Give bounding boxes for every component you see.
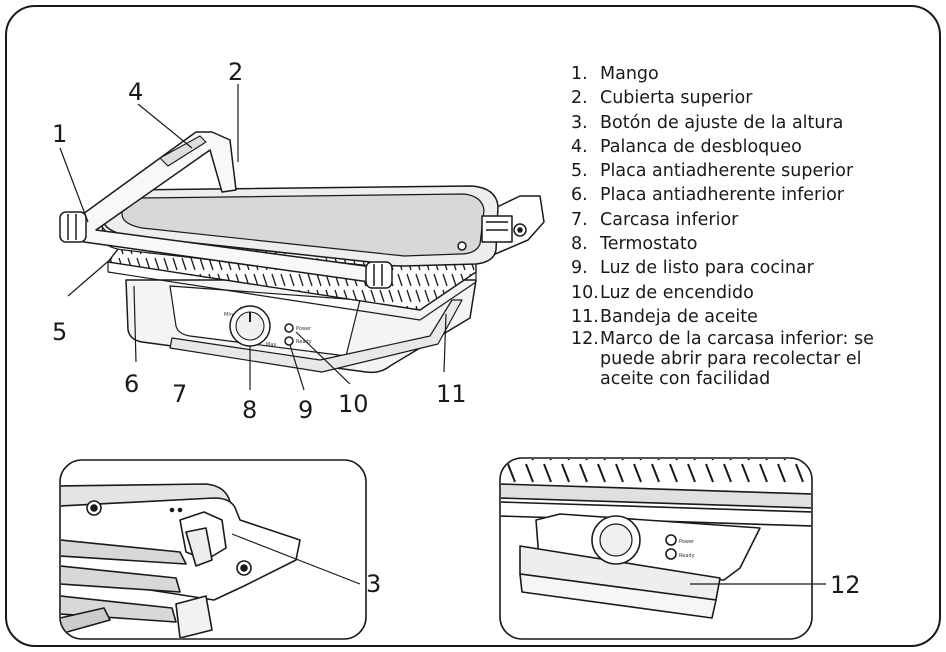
callout-9: 9 — [298, 396, 313, 424]
legend-text: Termostato — [600, 234, 698, 255]
legend-item: 10.Luz de encendido — [571, 281, 911, 305]
main-grill-illustration — [59, 131, 545, 374]
diagram-frame — [5, 5, 941, 647]
legend-text: Botón de ajuste de la altura — [600, 112, 844, 133]
legend-item: 7. Carcasa inferior — [571, 208, 911, 232]
legend-num: 4. — [571, 136, 588, 157]
legend-num: 1. — [571, 64, 588, 84]
panel-label-max: Max — [266, 342, 276, 348]
legend-item: 2. Cubierta superior — [571, 86, 911, 110]
inset-hinge-detail — [59, 459, 367, 640]
inset-label-ready: Ready — [679, 553, 695, 559]
callout-11: 11 — [436, 380, 467, 408]
parts-legend: 1. Mango 2. Cubierta superior 3. Botón de a… — [571, 62, 911, 389]
callout-1: 1 — [52, 120, 67, 148]
leader-lines — [59, 84, 447, 391]
panel-label-ready: Ready — [296, 339, 312, 345]
oil-tray — [169, 299, 463, 373]
legend-num: 3. — [571, 112, 588, 133]
legend-num: 2. — [571, 88, 588, 109]
panel-label-power: Power — [296, 326, 312, 332]
legend-item: 1. Mango — [571, 62, 911, 86]
callout-2: 2 — [228, 58, 243, 86]
legend-num: 9. — [571, 258, 588, 279]
legend-text: Luz de encendido — [600, 282, 754, 303]
callout-10: 10 — [338, 390, 369, 418]
legend-text: Bandeja de aceite — [600, 306, 758, 327]
inset-label-power: Power — [679, 539, 695, 545]
callout-7: 7 — [172, 380, 187, 408]
ready-light — [284, 336, 294, 346]
legend-num: 7. — [571, 209, 588, 230]
callout-4: 4 — [128, 78, 143, 106]
inset-lower-frame-detail — [499, 457, 813, 640]
legend-item: 8. Termostato — [571, 232, 911, 256]
legend-text: Mango — [600, 64, 659, 84]
legend-num: 8. — [571, 234, 588, 255]
legend-num: 5. — [571, 161, 588, 182]
callout-6: 6 — [124, 370, 139, 398]
legend-text: Palanca de desbloqueo — [600, 136, 802, 157]
legend-text: Placa antiadherente inferior — [600, 185, 844, 206]
legend-item: 9. Luz de listo para cocinar — [571, 256, 911, 280]
legend-text: Cubierta superior — [600, 88, 753, 109]
legend-item: 3. Botón de ajuste de la altura — [571, 111, 911, 135]
legend-num: 12. — [571, 329, 599, 350]
callout-5: 5 — [52, 318, 67, 346]
hinge-bracket — [481, 215, 513, 243]
legend-item: 12.Marco de la carcasa inferior: se pued… — [571, 329, 911, 389]
legend-num: 10. — [571, 282, 599, 303]
callout-12: 12 — [830, 571, 861, 599]
panel-label-min: Min — [224, 312, 233, 318]
legend-item: 11.Bandeja de aceite — [571, 305, 911, 329]
power-light — [284, 323, 294, 333]
legend-item: 6. Placa antiadherente inferior — [571, 183, 911, 207]
legend-num: 11. — [571, 306, 599, 327]
legend-text: Carcasa inferior — [600, 209, 739, 230]
handle-end-cap-right — [365, 261, 393, 289]
callout-3: 3 — [366, 570, 381, 598]
leader-line-3 — [231, 533, 361, 585]
legend-item: 4. Palanca de desbloqueo — [571, 135, 911, 159]
legend-num: 6. — [571, 185, 588, 206]
handle-end-cap-left — [59, 211, 87, 243]
callout-8: 8 — [242, 396, 257, 424]
legend-text: Marco de la carcasa inferior: se puede a… — [600, 329, 874, 390]
legend-text: Placa antiadherente superior — [600, 161, 854, 182]
legend-text: Luz de listo para cocinar — [600, 258, 814, 279]
legend-item: 5. Placa antiadherente superior — [571, 159, 911, 183]
